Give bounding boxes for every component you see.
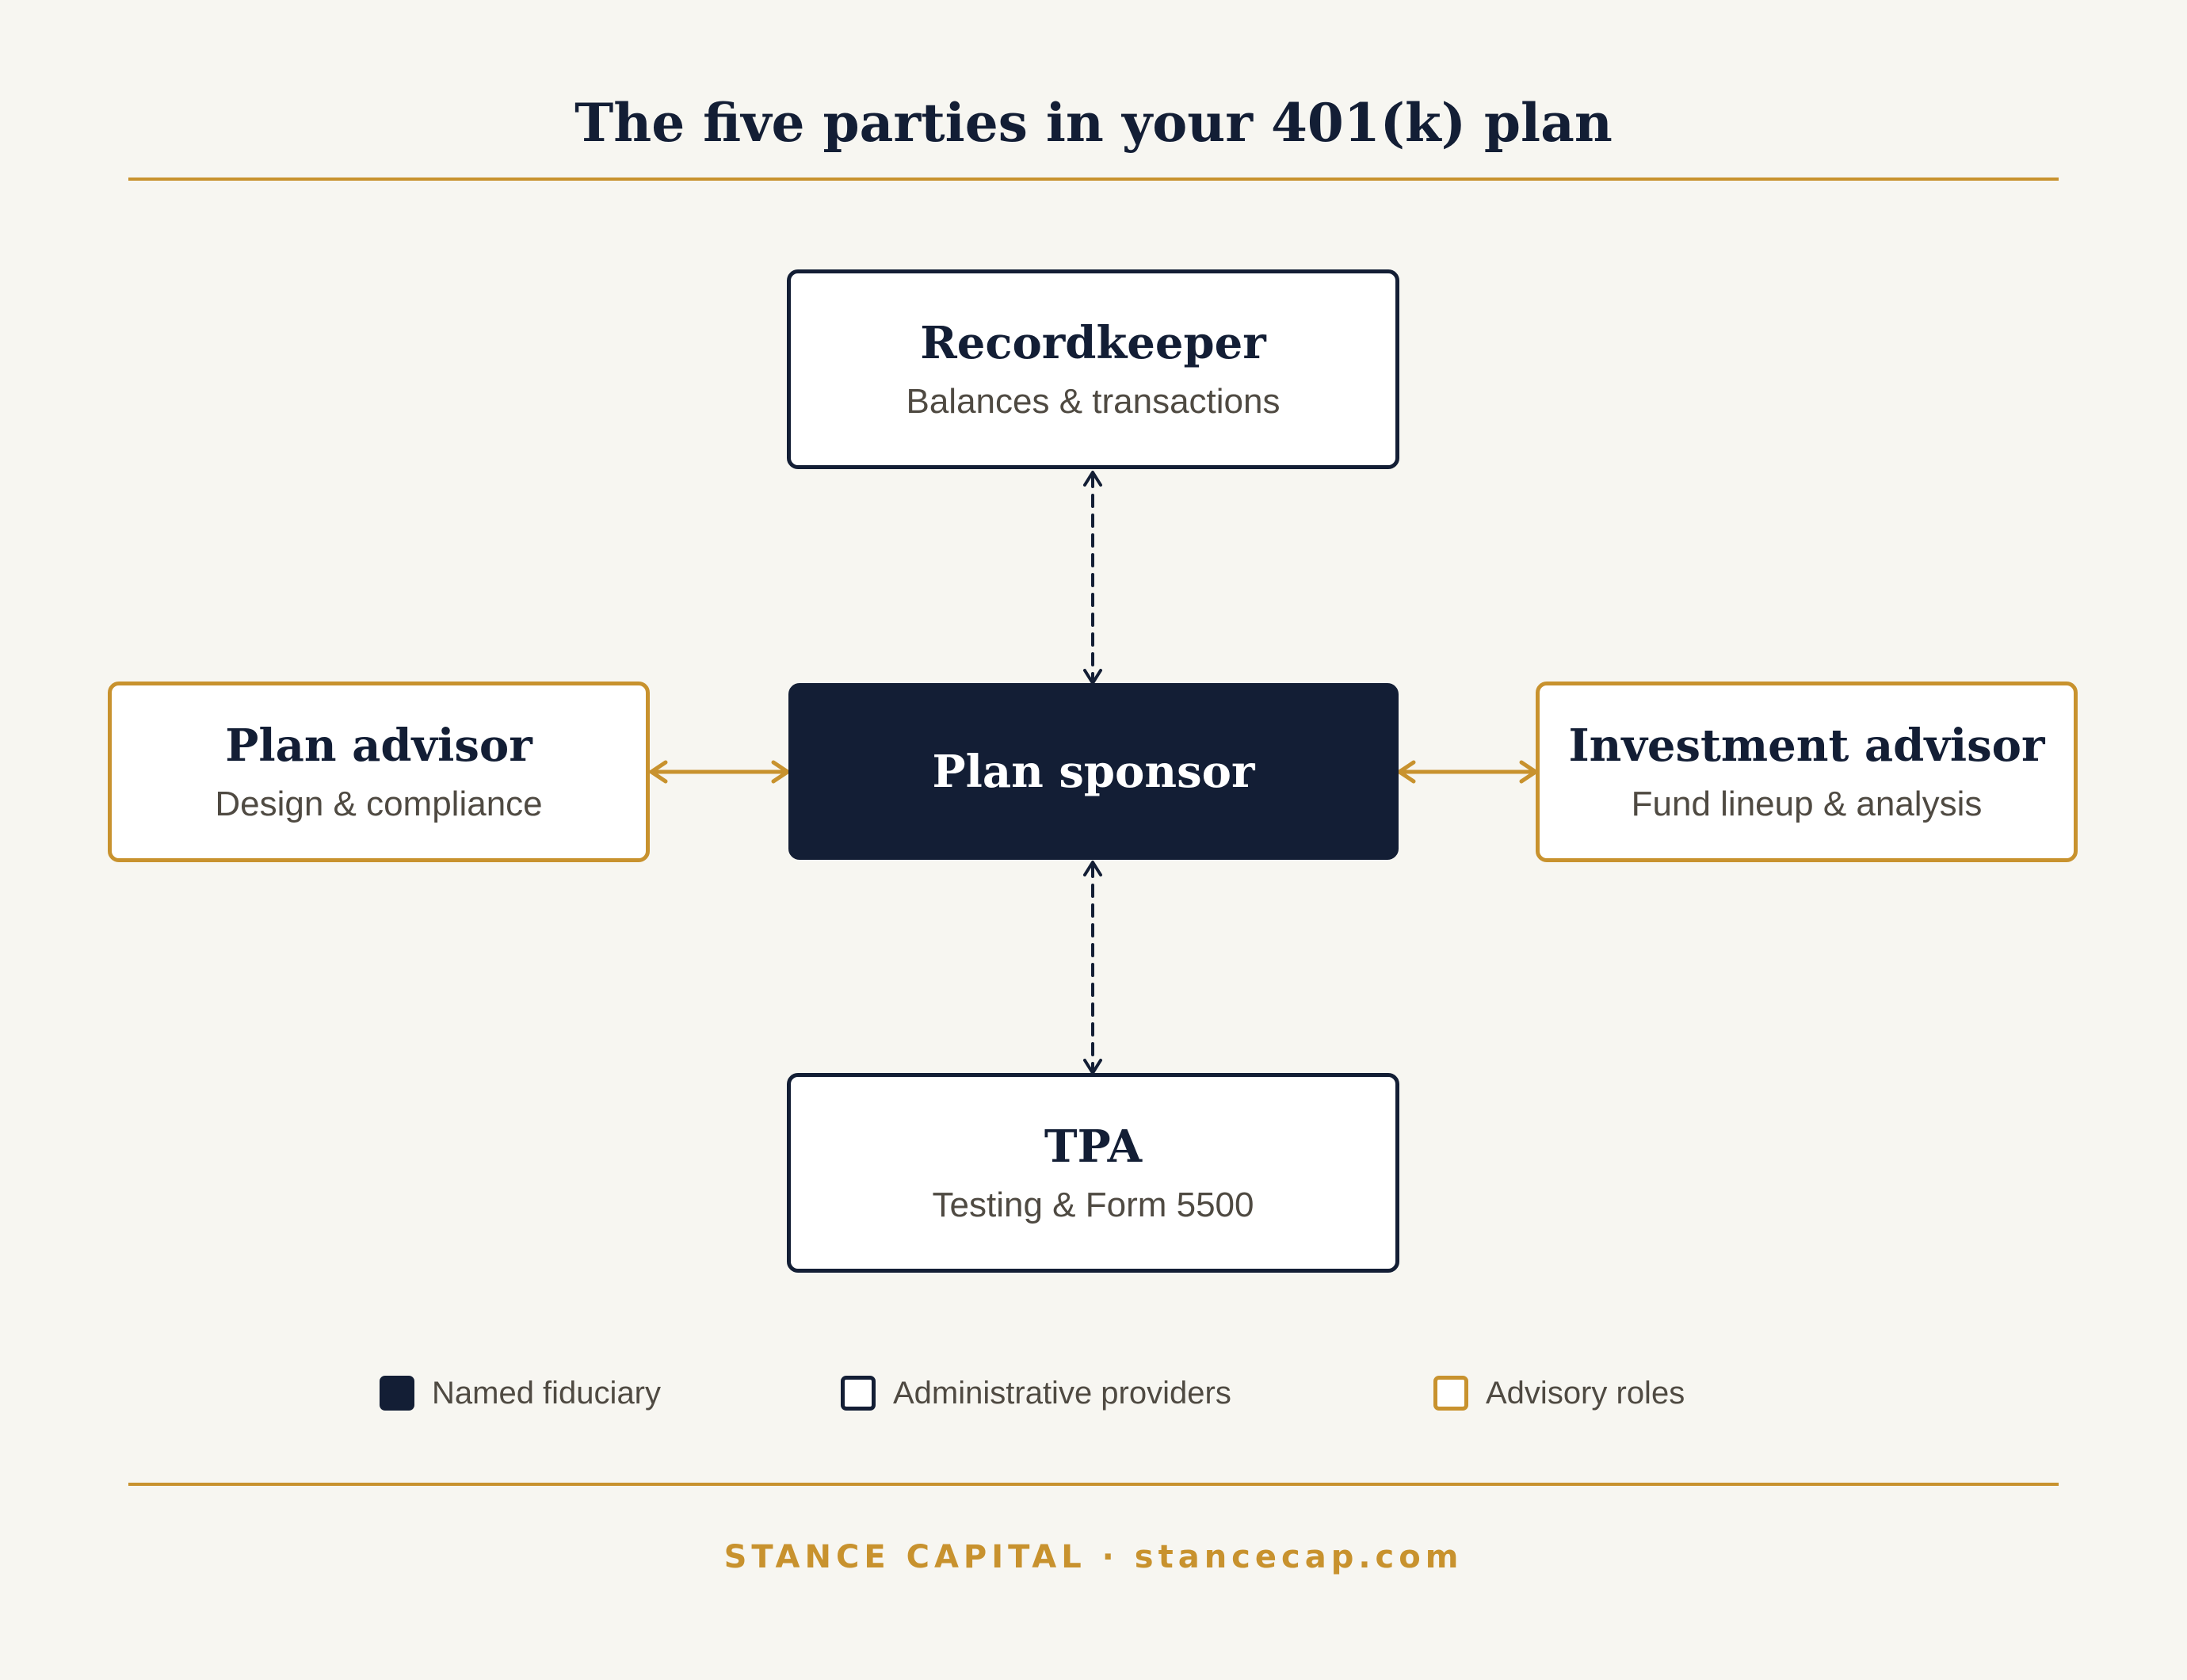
plan-advisor-title: Plan advisor xyxy=(225,720,532,772)
legend-label-fiduciary: Named fiduciary xyxy=(432,1375,662,1411)
recordkeeper-subtitle: Balances & transactions xyxy=(906,382,1281,421)
investment-advisor-subtitle: Fund lineup & analysis xyxy=(1631,785,1983,823)
legend-swatch-fiduciary xyxy=(380,1376,414,1411)
connector-sponsor-tpa xyxy=(1083,861,1102,1075)
legend-swatch-advisory xyxy=(1433,1376,1468,1411)
investment-advisor-node: Investment advisor Fund lineup & analysi… xyxy=(1536,682,2078,862)
tpa-title: TPA xyxy=(1044,1121,1143,1173)
bottom-divider xyxy=(128,1483,2059,1486)
tpa-node: TPA Testing & Form 5500 xyxy=(787,1073,1399,1273)
footer-brand: STANCE CAPITAL · stancecap.com xyxy=(723,1539,1464,1575)
connector-sponsor-investment-advisor xyxy=(1397,760,1538,784)
recordkeeper-node: Recordkeeper Balances & transactions xyxy=(787,269,1399,469)
plan-sponsor-title: Plan sponsor xyxy=(932,745,1255,798)
tpa-subtitle: Testing & Form 5500 xyxy=(932,1186,1254,1224)
connector-plan-advisor-sponsor xyxy=(649,760,790,784)
top-divider xyxy=(128,178,2059,181)
investment-advisor-title: Investment advisor xyxy=(1568,720,2045,772)
legend-swatch-administrative xyxy=(841,1376,876,1411)
plan-sponsor-node: Plan sponsor xyxy=(788,683,1399,860)
legend-named-fiduciary: Named fiduciary xyxy=(380,1373,661,1413)
recordkeeper-title: Recordkeeper xyxy=(920,317,1266,369)
plan-advisor-node: Plan advisor Design & compliance xyxy=(108,682,650,862)
legend-administrative-providers: Administrative providers xyxy=(841,1373,1231,1413)
connector-recordkeeper-sponsor xyxy=(1083,471,1102,685)
plan-advisor-subtitle: Design & compliance xyxy=(215,785,543,823)
legend-label-advisory: Advisory roles xyxy=(1486,1375,1685,1411)
legend-advisory-roles: Advisory roles xyxy=(1433,1373,1685,1413)
legend-label-administrative: Administrative providers xyxy=(893,1375,1231,1411)
diagram-title: The five parties in your 401(k) plan xyxy=(574,92,1613,154)
